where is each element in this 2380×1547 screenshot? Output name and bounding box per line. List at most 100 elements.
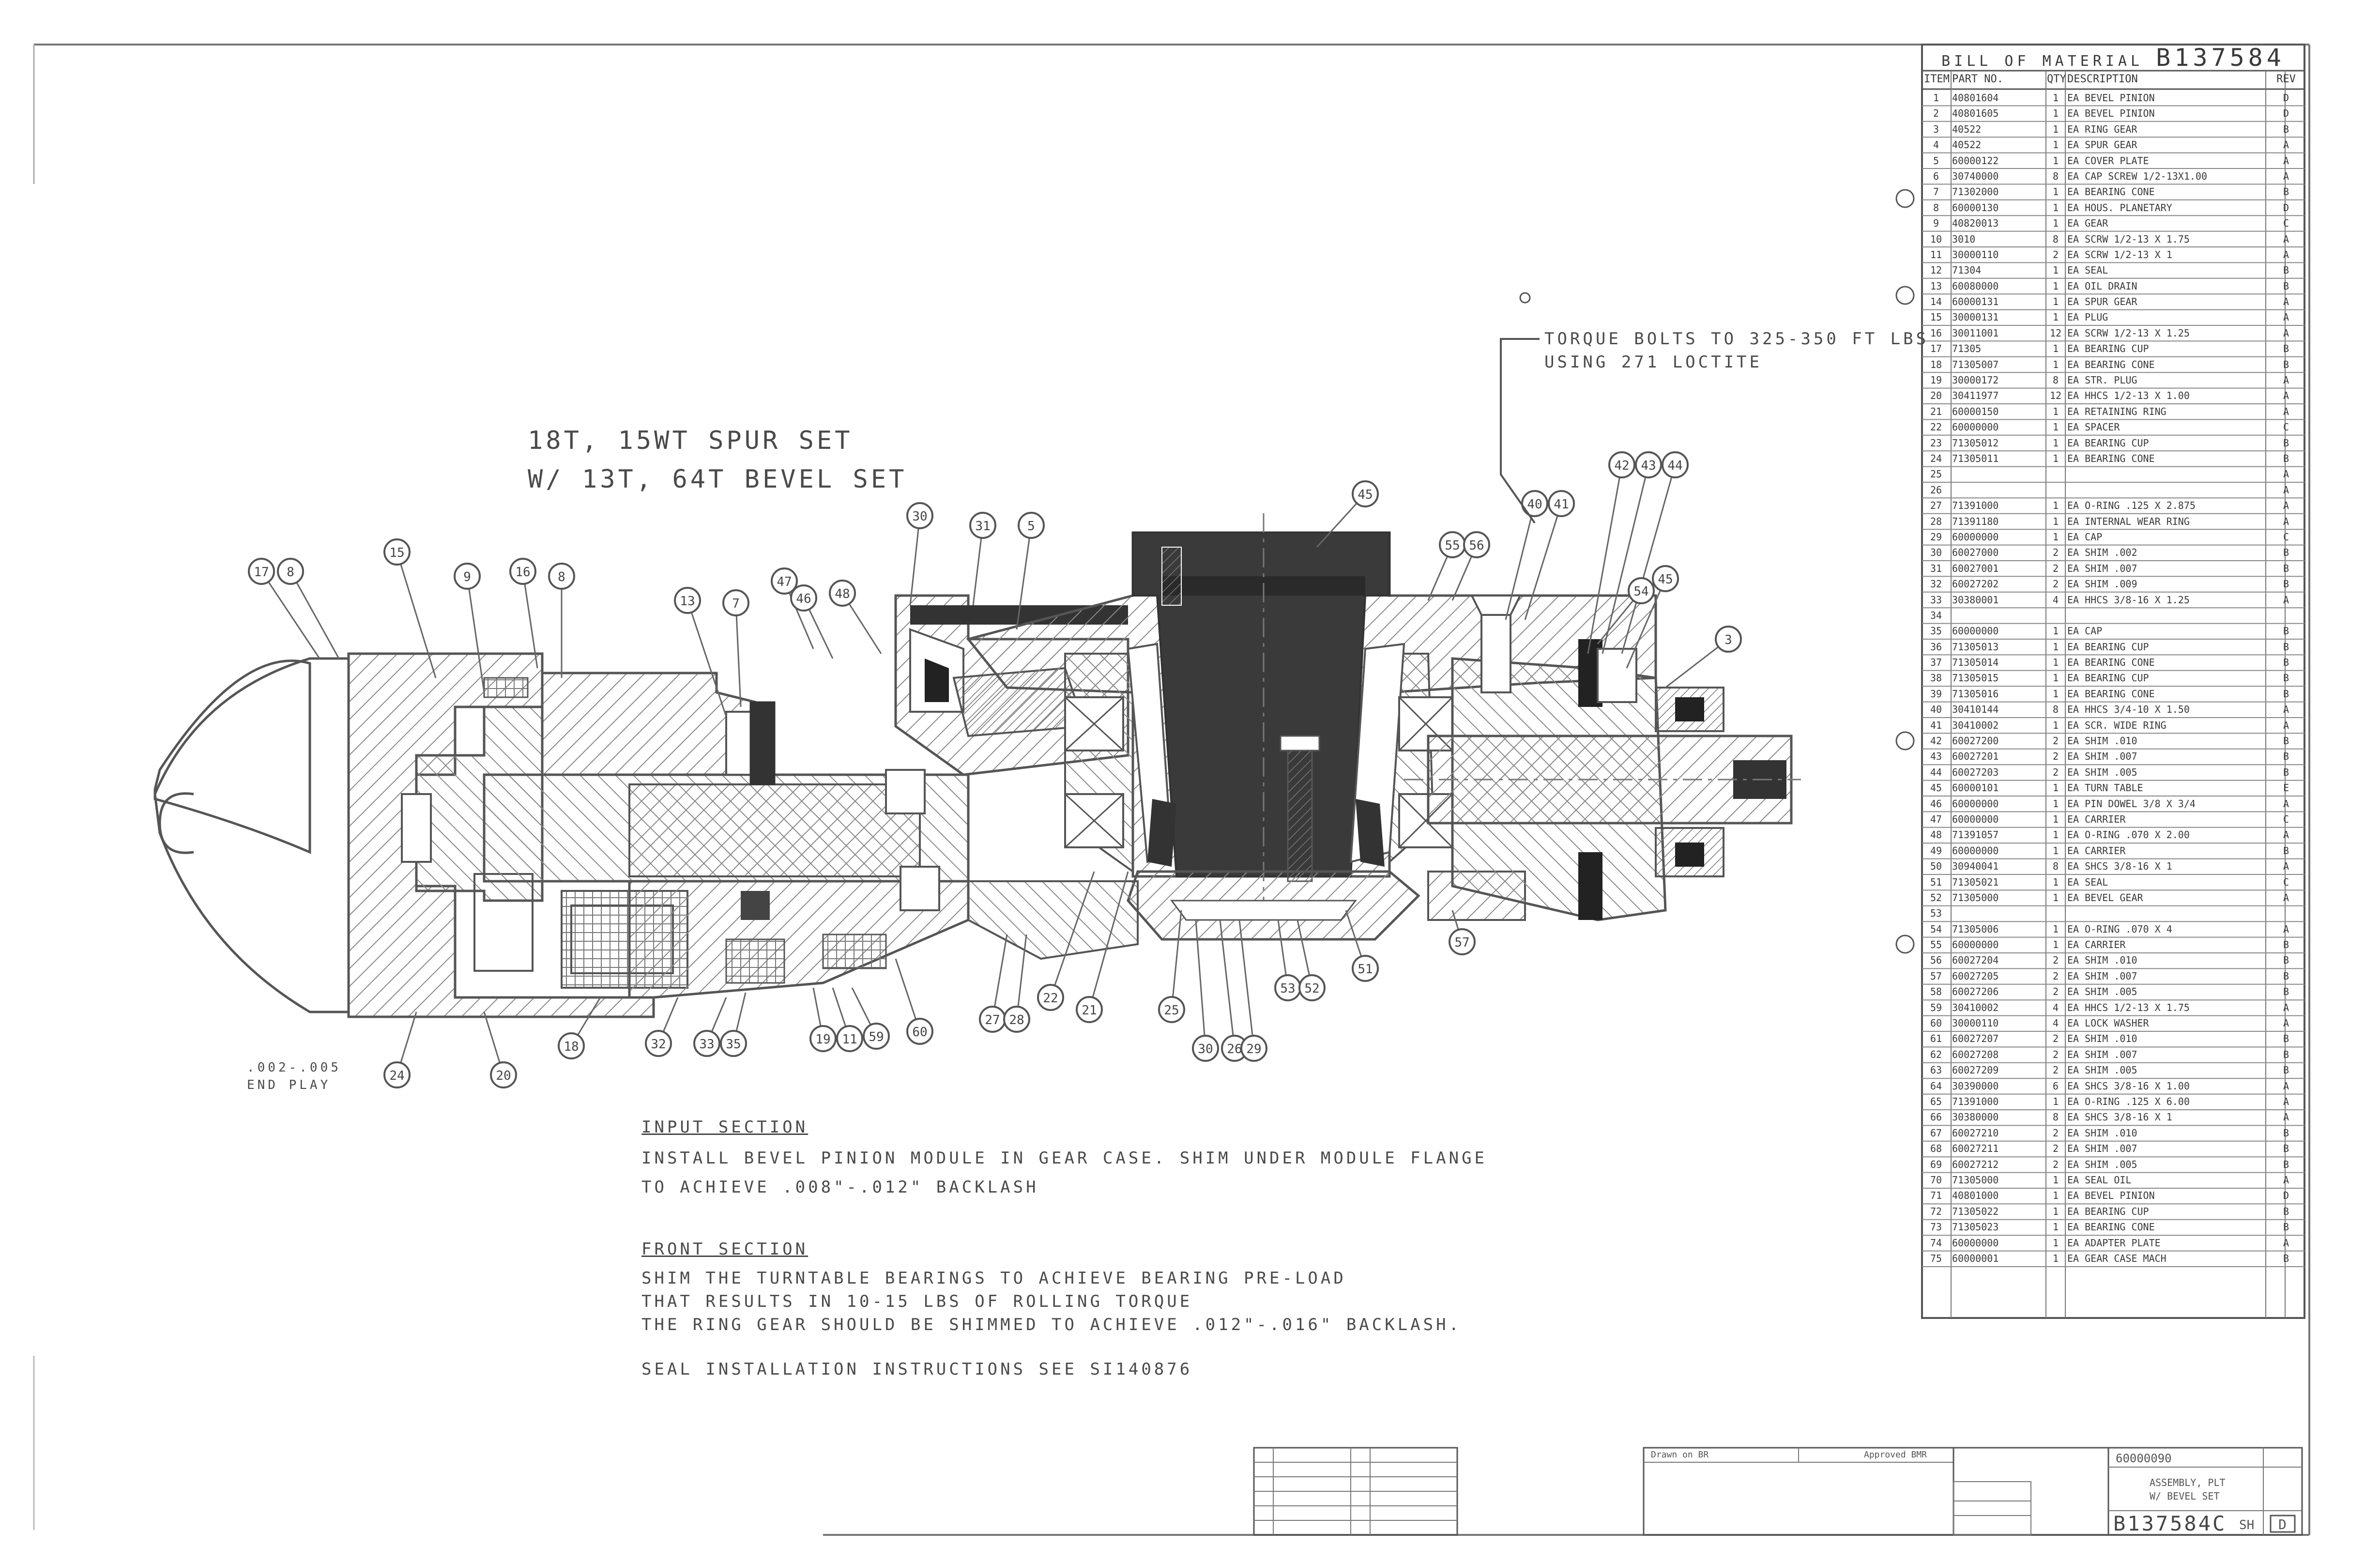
bom-cell-qty: 2 [2052,1033,2059,1045]
callout-balloon [548,563,575,590]
bom-cell-qty: 1 [2052,92,2059,104]
bom-header: ITEM PART NO. QTY DESCRIPTION REV [1922,71,2304,88]
bom-cell-rev: A [2283,860,2289,873]
bom-cell-desc: EA SCR. WIDE RING [2067,719,2166,731]
output-shaft [1427,735,1793,825]
bom-cell-part: 60000000 [1952,844,1999,857]
bom-cell-rev: C [2283,531,2289,543]
callout-balloon [277,558,304,585]
callout-leader [687,600,727,717]
callout-label: 5 [1027,519,1035,534]
bom-cell-item: 31 [1930,562,1942,574]
bom-cell-desc: EA CARRIER [2067,844,2126,857]
bom-cell-qty: 4 [2052,1001,2059,1013]
bom-cell-desc: EA CAP [2067,625,2103,637]
callout-label: 24 [389,1069,404,1083]
callout-label: 28 [1009,1013,1024,1027]
bom-cell-qty: 1 [2052,657,2059,669]
callout-label: 17 [254,565,269,580]
bom-cell-part: 40801605 [1952,107,1999,120]
callout-leader [1621,464,1676,654]
bom-cell-item: 42 [1930,735,1942,747]
bom-cell-item: 1 [1933,92,1939,104]
bom-cell-rev: A [2283,923,2289,935]
callout-balloon [1018,512,1045,539]
bom-cell-part: 71302000 [1952,186,1999,198]
bom-cell-part: 60027201 [1952,751,1999,763]
bom-cell-part: 71305000 [1952,1174,1999,1186]
bom-cell-qty: 4 [2052,594,2059,606]
bom-cell-item: 74 [1930,1237,1942,1249]
bom-cell-item: 4 [1933,139,1939,151]
callout-leader [1088,871,1129,1010]
bom-cell-qty: 2 [2052,751,2059,763]
bom-cell-desc: EA BEARING CONE [2067,657,2155,669]
bom-cell-rev: B [2283,1064,2289,1076]
bom-cell-desc: EA SHCS 3/8-16 X 1 [2067,860,2172,873]
bom-cell-rev: B [2283,1205,2289,1217]
bom-cell-rev: B [2283,123,2289,135]
callout-label: 20 [496,1069,511,1083]
bom-cell-qty: 2 [2052,766,2059,778]
bom-cell-rev: A [2283,296,2289,308]
bom-cell-part: 60027204 [1952,954,1999,966]
bom-cell-desc: EA O-RING .070 X 2.00 [2067,829,2190,841]
bom-cell-rev: B [2283,1143,2289,1155]
callout-balloon [1548,490,1575,517]
bom-cell-desc: EA PLUG [2067,311,2108,323]
callout-balloon [674,587,701,614]
bom-cell-item: 23 [1930,437,1942,449]
bom-cell-item: 30 [1930,547,1942,559]
callout-leader [522,571,538,669]
approved-by-label: Approved BMR [1864,1450,1927,1460]
callout-label: 54 [1633,584,1648,599]
bom-cell-desc: EA BEARING CUP [2067,437,2149,449]
bom-cell-qty: 1 [2052,405,2059,417]
callout-balloon [906,1018,933,1045]
bom-cell-rev: B [2283,264,2289,276]
revision-markers [1895,189,1915,954]
callout-label: 29 [1246,1042,1261,1057]
bom-cell-rev: D [2283,107,2289,120]
title-desc-line-2: W/ BEVEL SET [2150,1490,2220,1502]
callout-balloon [1662,451,1689,478]
callout-balloon [1076,996,1103,1023]
bom-cell-rev: A [2283,468,2289,480]
callout-balloon [558,1032,585,1059]
bom-cell-item: 16 [1930,327,1942,339]
front-section-line-3: THE RING GEAR SHOULD BE SHIMMED TO ACHIE… [641,1315,1462,1334]
bom-cell-rev: B [2283,970,2289,982]
callout-label: 3 [1724,633,1732,647]
callout-leader [1626,578,1666,669]
bom-cell-rev: B [2283,954,2289,966]
callout-balloon [1608,451,1635,478]
callout-label: 16 [515,565,530,580]
bom-cell-qty: 1 [2052,625,2059,637]
bom-cell-item: 3 [1933,123,1939,135]
bom-cell-part: 71305022 [1952,1205,1999,1217]
bom-cell-part: 30411977 [1952,390,1999,402]
callout-balloon [1463,531,1490,558]
bom-cell-desc: EA RING GEAR [2067,123,2137,135]
bom-cell-qty: 1 [2052,358,2059,370]
callout-balloon [1037,984,1064,1011]
bom-cell-part: 60027206 [1952,986,1999,998]
bom-cell-desc: EA SHIM .007 [2067,1143,2137,1155]
bom-cell-desc: EA BEARING CONE [2067,358,2155,370]
bom-cell-rev: A [2283,719,2289,731]
bom-cell-item: 69 [1930,1158,1942,1170]
